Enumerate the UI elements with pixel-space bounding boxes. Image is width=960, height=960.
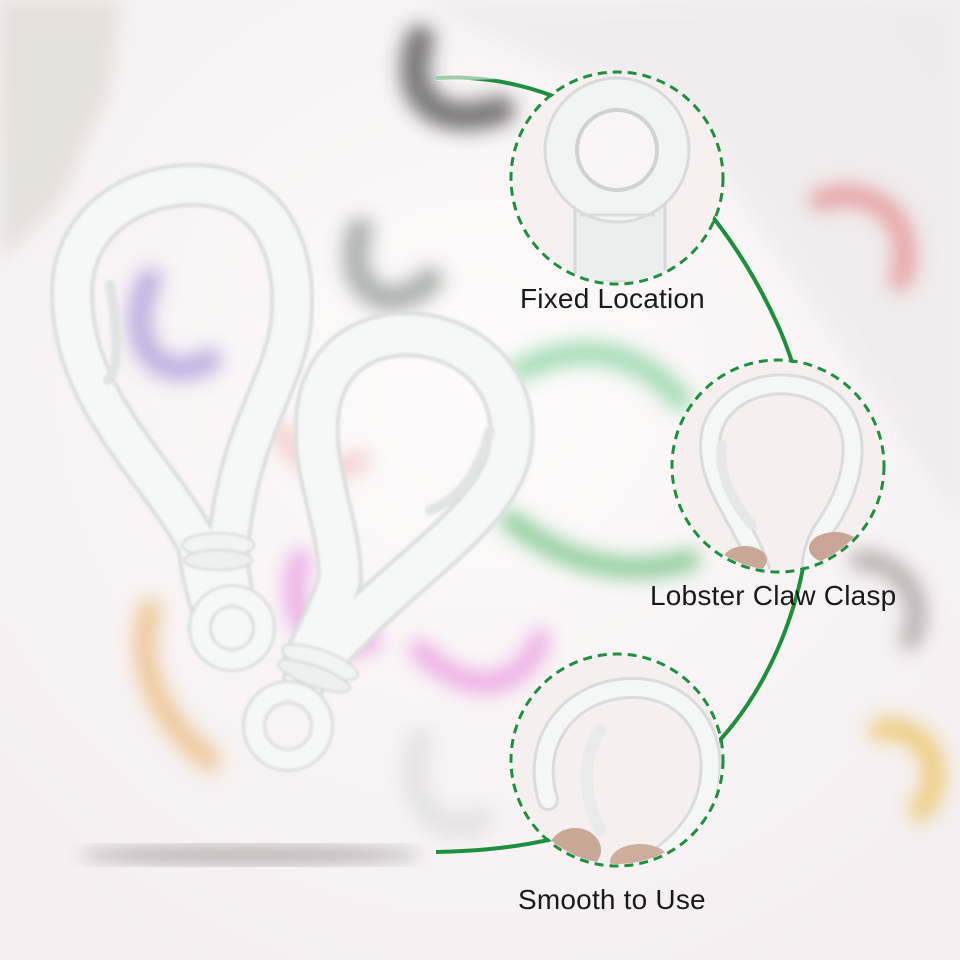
hook-right	[242, 311, 535, 772]
hook-shadow	[80, 845, 420, 865]
detail-lobster-claw	[670, 358, 886, 574]
feature-label-smooth-use: Smooth to Use	[518, 884, 706, 915]
detail-smooth-use	[509, 652, 725, 868]
connector-arc-fade-top	[435, 73, 501, 81]
detail-fixed-location	[509, 70, 725, 286]
background-paper	[420, 0, 960, 520]
feature-label-fixed-location: Fixed Location	[520, 283, 705, 314]
feature-label-lobster-claw: Lobster Claw Clasp	[650, 580, 897, 611]
hook-left	[49, 163, 315, 672]
background-leaves	[0, 0, 120, 260]
